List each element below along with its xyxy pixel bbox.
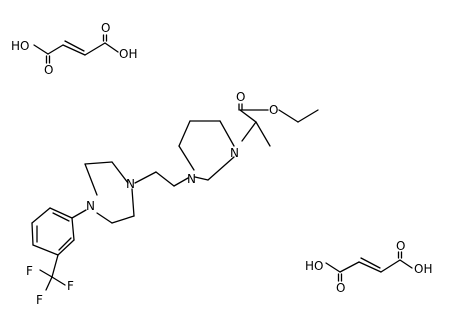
fluorine-label: F xyxy=(26,264,33,278)
bond xyxy=(194,176,209,181)
fumaric-acid-top: HO O O OH xyxy=(11,21,137,77)
oxygen-label: O xyxy=(101,21,110,35)
fluorine-label: F xyxy=(67,279,74,293)
bond xyxy=(325,262,341,273)
hydroxyl-label: OH xyxy=(119,47,137,61)
fluorine-label: F xyxy=(36,293,43,307)
oxygen-label: O xyxy=(44,63,53,77)
bond xyxy=(339,261,360,273)
bond xyxy=(241,121,257,142)
bond xyxy=(104,42,119,53)
hydroxyl-label: OH xyxy=(414,262,432,276)
oxygen-label: O xyxy=(396,239,405,253)
bond xyxy=(358,261,382,273)
bond xyxy=(84,163,98,196)
bond xyxy=(51,276,66,286)
bond xyxy=(32,244,59,256)
nitrogen-label: N xyxy=(126,177,135,191)
bond xyxy=(380,259,401,273)
bond xyxy=(64,40,85,52)
bond xyxy=(52,212,70,222)
nitrogen-label: N xyxy=(86,199,95,213)
bond xyxy=(131,188,135,217)
bond xyxy=(57,239,75,256)
oxygen-label: O xyxy=(269,103,278,117)
bond xyxy=(239,109,257,123)
fumaric-acid-bottom: HO O O OH xyxy=(305,239,432,295)
hydroxyl-label: HO xyxy=(305,259,323,273)
bond xyxy=(84,42,106,56)
oxygen-label: O xyxy=(236,90,245,104)
bond xyxy=(111,161,129,184)
bond xyxy=(178,145,195,171)
bond xyxy=(96,212,113,224)
nitrogen-label: N xyxy=(187,172,196,186)
bond xyxy=(31,222,34,246)
bond xyxy=(39,269,53,278)
bond xyxy=(47,44,64,55)
bond xyxy=(255,121,271,147)
bond xyxy=(297,109,319,123)
bond xyxy=(58,237,72,251)
bond xyxy=(219,120,235,147)
bond xyxy=(45,276,53,291)
main-molecule: O O N N N N F F F xyxy=(26,90,319,307)
bond xyxy=(178,120,191,147)
nitrogen-label: N xyxy=(230,146,239,160)
bond xyxy=(207,156,235,181)
bond xyxy=(278,109,299,123)
bond xyxy=(173,177,189,187)
bond xyxy=(62,44,86,56)
bond xyxy=(71,209,87,219)
bond xyxy=(33,44,49,55)
bond xyxy=(51,254,59,278)
bond xyxy=(399,259,413,269)
bond xyxy=(71,217,75,241)
bond xyxy=(84,161,113,165)
bond xyxy=(49,207,73,219)
bond xyxy=(31,207,51,224)
bond xyxy=(155,171,175,187)
oxygen-label: O xyxy=(336,281,345,295)
bond xyxy=(134,171,157,184)
bond xyxy=(360,257,381,269)
hydroxyl-label: HO xyxy=(11,39,29,53)
bond xyxy=(111,215,135,224)
